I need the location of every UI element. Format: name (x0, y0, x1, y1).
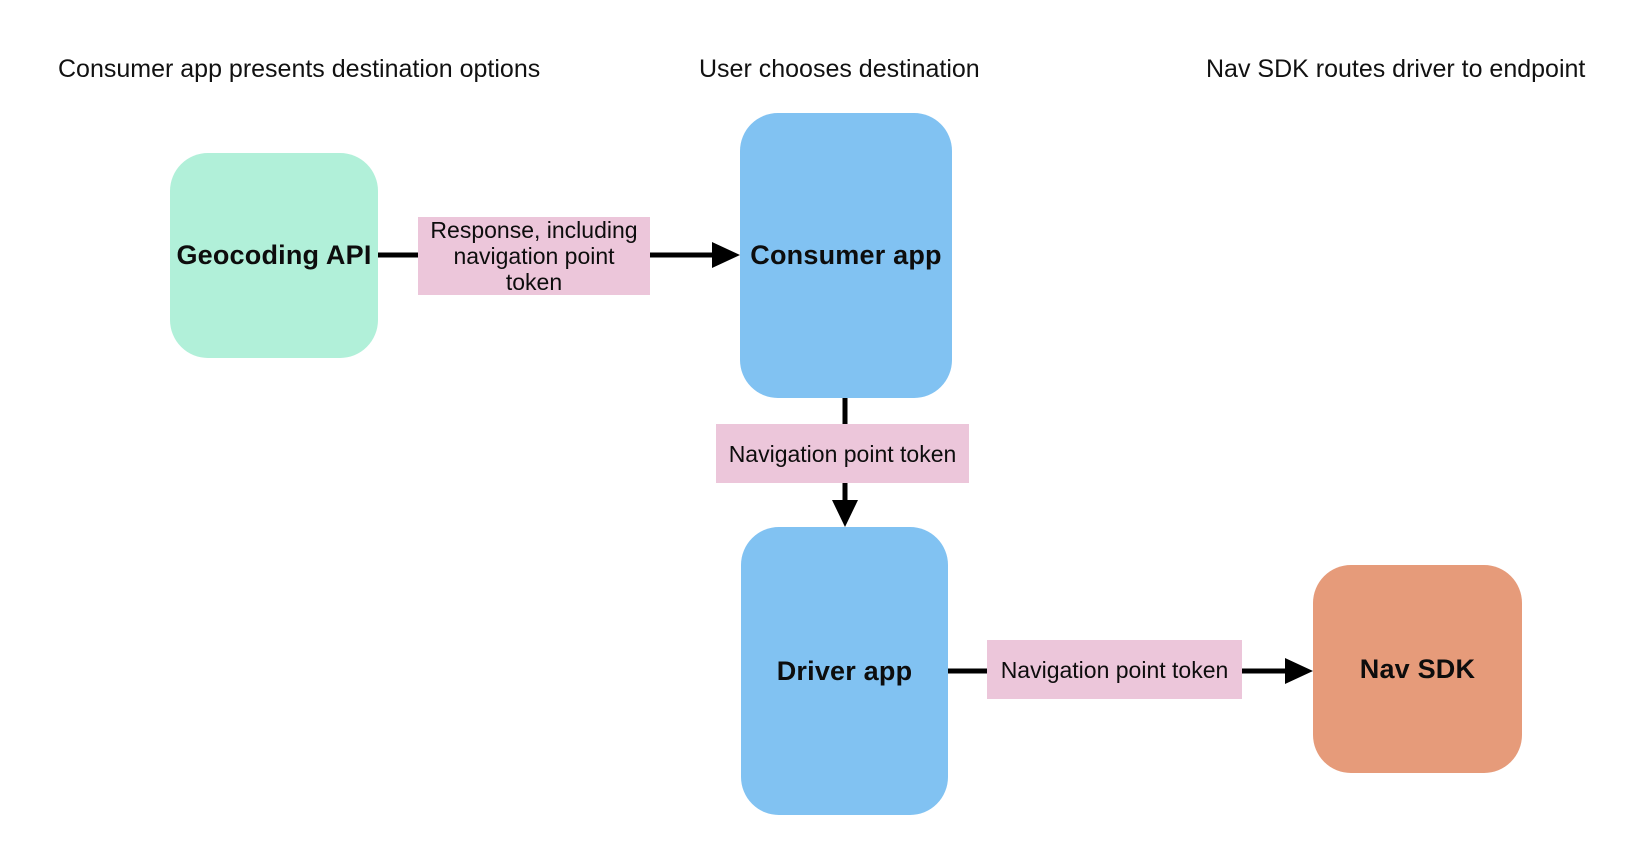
node-nav-sdk: Nav SDK (1313, 565, 1522, 773)
node-geocoding-api: Geocoding API (170, 153, 378, 358)
edge-label-navigation-point-token-vertical: Navigation point token (716, 424, 969, 483)
node-driver-app: Driver app (741, 527, 948, 815)
edge-label-navigation-point-token-horizontal: Navigation point token (987, 640, 1242, 699)
node-consumer-app-label: Consumer app (750, 240, 942, 270)
stage-caption-consumer-presents-options: Consumer app presents destination option… (58, 55, 541, 83)
node-nav-sdk-label: Nav SDK (1359, 653, 1476, 684)
node-geocoding-api-label: Geocoding API (176, 240, 372, 270)
node-consumer-app: Consumer app (740, 113, 952, 398)
node-driver-app-label: Driver app (776, 655, 913, 686)
arrow-down-icon (832, 500, 858, 527)
arrow-right-icon (1285, 658, 1313, 684)
stage-caption-user-chooses-destination: User chooses destination (699, 55, 980, 83)
stage-caption-nav-sdk-routes-driver: Nav SDK routes driver to endpoint (1206, 55, 1586, 83)
edge-label-response-including-token: Response, including navigation point tok… (418, 217, 650, 295)
arrow-right-icon (712, 242, 740, 268)
